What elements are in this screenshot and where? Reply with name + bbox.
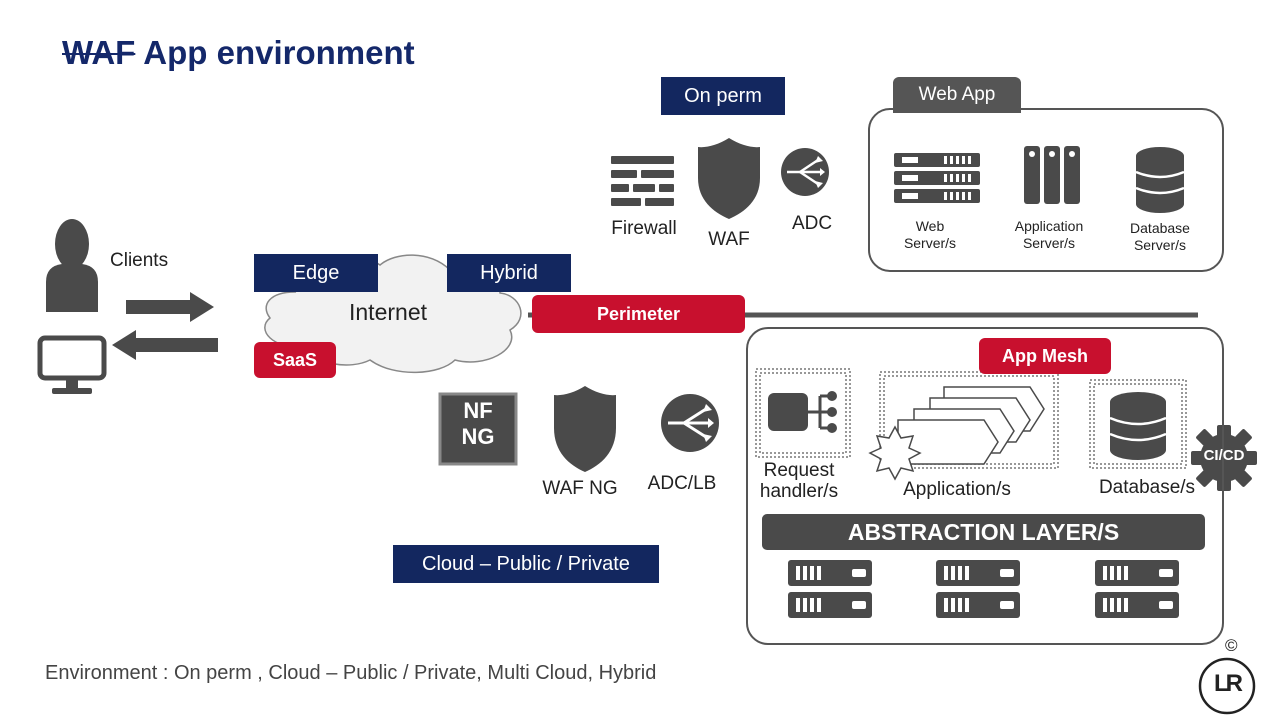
application-icon — [897, 386, 1045, 465]
perimeter-tag: Perimeter — [532, 295, 745, 333]
starburst-icon — [868, 425, 922, 481]
firewall-icon — [611, 156, 674, 206]
adc-icon — [661, 394, 719, 452]
title-text: App environment — [143, 34, 415, 71]
waf-label: WAF — [708, 229, 750, 250]
on-perm-tag: On perm — [661, 77, 785, 115]
logo-text: LR — [1214, 670, 1243, 697]
arrow-right-icon — [126, 292, 214, 322]
web-server-icon — [894, 153, 980, 203]
footer-text: Environment : On perm , Cloud – Public /… — [45, 662, 657, 684]
cloud-tag: Cloud – Public / Private — [393, 545, 659, 583]
clients-label: Clients — [110, 250, 169, 271]
monitor-icon — [37, 335, 107, 394]
nf-ng-box — [438, 392, 518, 466]
database-icon — [1135, 147, 1185, 213]
title-struck-word: WAF — [62, 34, 136, 71]
web-app-panel — [868, 108, 1224, 272]
page-title: WAF App environment — [62, 34, 415, 72]
app-mesh-panel — [746, 327, 1224, 645]
user-icon — [46, 219, 98, 312]
internet-label: Internet — [349, 299, 427, 325]
applications-label: Application/s — [903, 479, 1011, 500]
adc-icon — [781, 148, 829, 196]
hybrid-tag: Hybrid — [447, 254, 571, 292]
request-handler-icon — [768, 391, 837, 433]
databases-label: Database/s — [1098, 477, 1196, 498]
shield-icon — [554, 386, 616, 472]
app-mesh-tag: App Mesh — [979, 338, 1111, 374]
logo-circle — [1198, 657, 1256, 715]
cicd-label: CI/CD — [1203, 447, 1245, 464]
adc-label: ADC — [791, 213, 833, 234]
abstraction-layer-label: ABSTRACTION LAYER/S — [847, 518, 1120, 545]
web-app-tab: Web App — [893, 77, 1021, 113]
arrow-left-icon — [112, 330, 218, 360]
firewall-label: Firewall — [611, 218, 677, 239]
request-handler-label: Request handler/s — [759, 460, 839, 502]
nf-ng-label: NF NG — [461, 398, 495, 449]
copyright-symbol: © — [1225, 636, 1238, 655]
saas-tag: SaaS — [254, 342, 336, 378]
abstraction-bar — [762, 514, 1205, 550]
waf-ng-label: WAF NG — [542, 478, 618, 499]
database-icon — [1109, 392, 1167, 460]
app-server-icon — [1024, 146, 1080, 204]
gear-icon — [1191, 425, 1257, 491]
edge-tag: Edge — [254, 254, 378, 292]
shield-icon — [698, 138, 760, 219]
adc-lb-label: ADC/LB — [647, 473, 717, 494]
